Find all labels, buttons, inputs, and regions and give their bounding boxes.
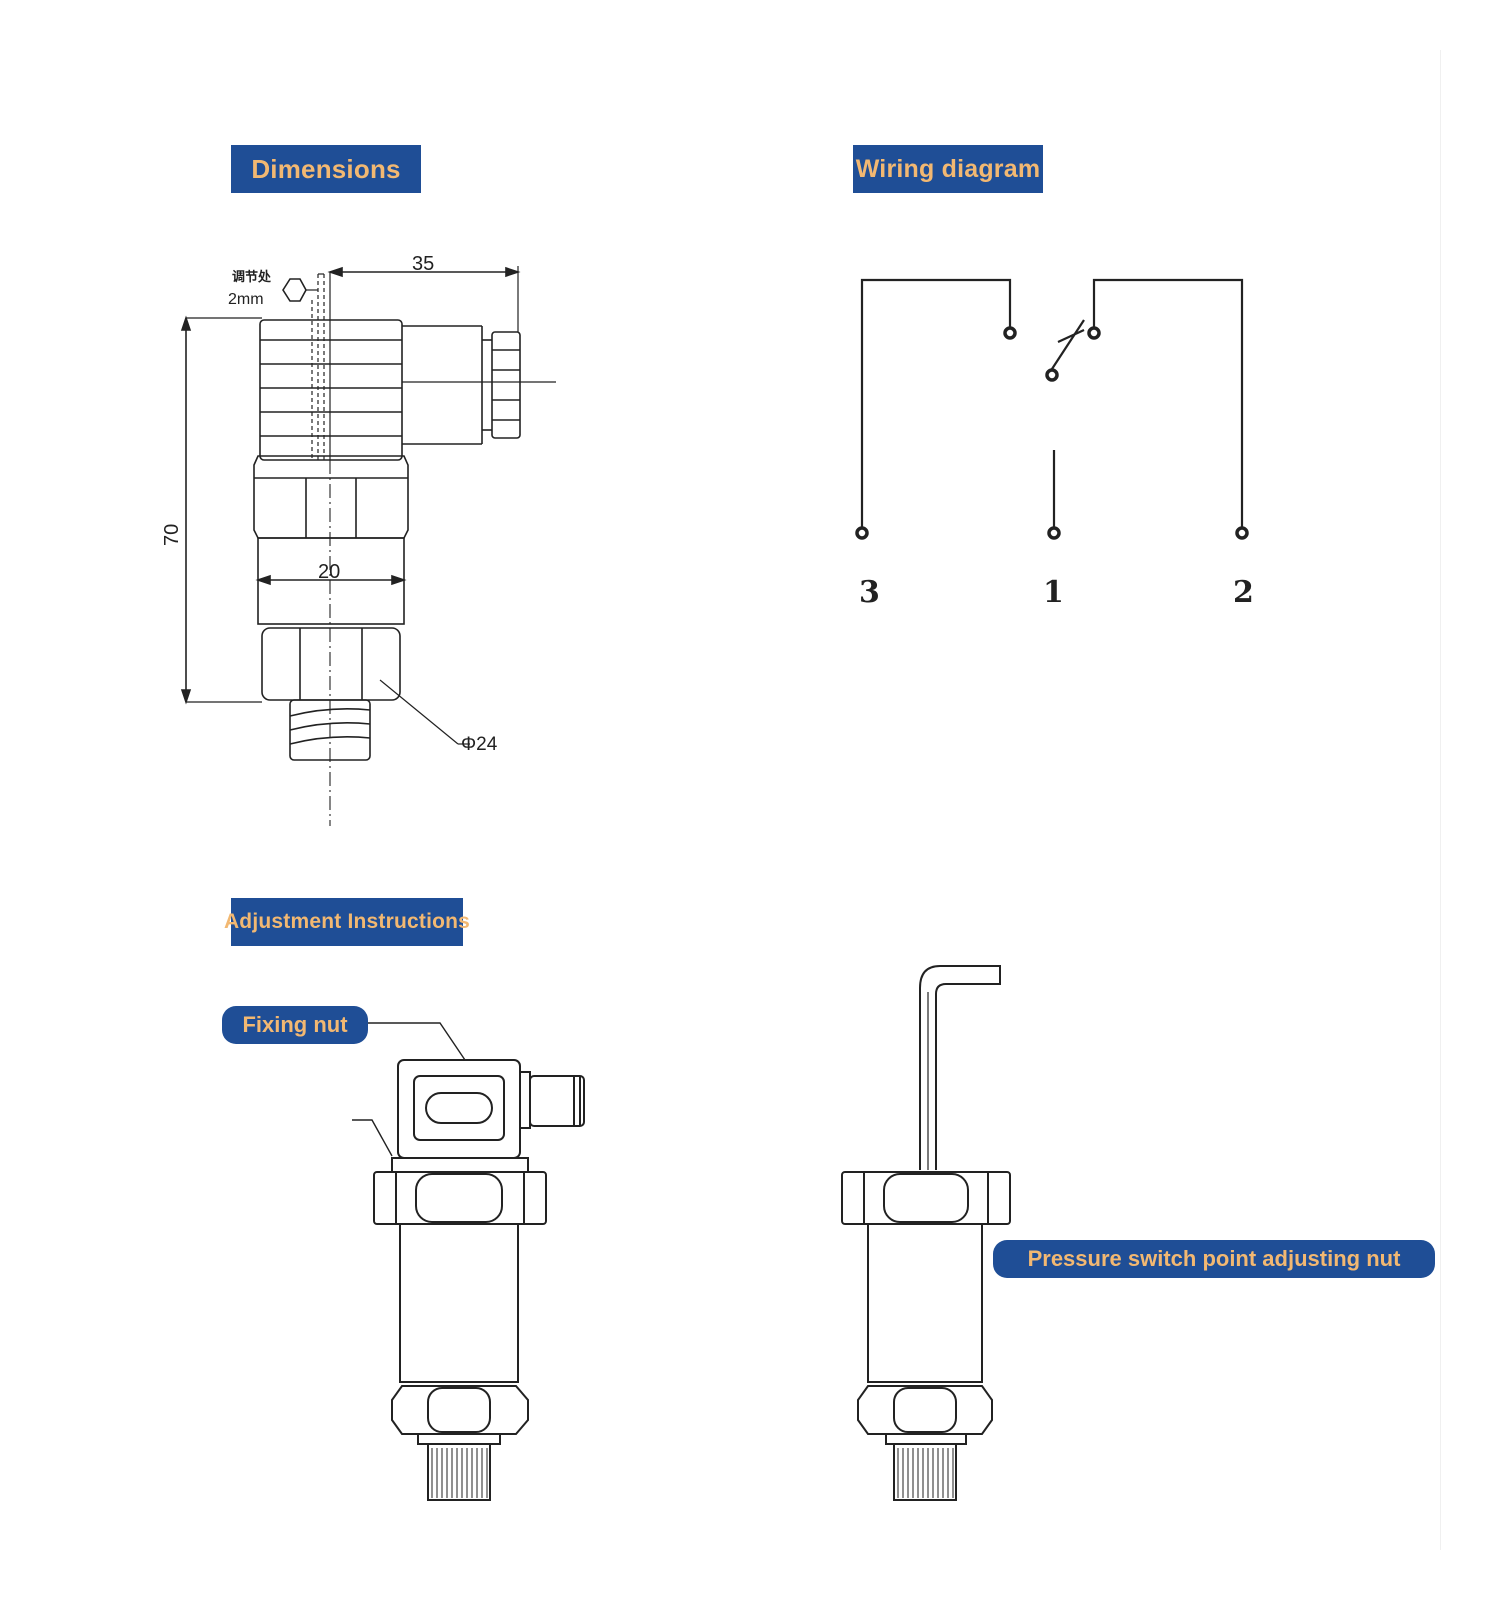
wiring-diagram: 3 1 2 xyxy=(855,278,1254,610)
terminal-1-label: 1 xyxy=(1043,575,1064,610)
dimension-35: 35 xyxy=(412,253,434,275)
dimension-70: 70 xyxy=(161,524,183,546)
switch-blade xyxy=(1049,319,1085,373)
terminal-3-dot xyxy=(855,526,869,540)
wiring-diagram-heading: Wiring diagram xyxy=(853,145,1043,193)
pressure-switch-nut-callout: Pressure switch point adjusting nut xyxy=(993,1240,1435,1278)
adjust-label-cn: 调节处 xyxy=(232,269,272,284)
dimension-20: 20 xyxy=(318,561,340,583)
terminal-2-label: 2 xyxy=(1233,575,1254,610)
adjustment-drawing-right xyxy=(841,965,1011,1501)
terminal-1-dot xyxy=(1047,526,1061,540)
dimension-phi24: Φ24 xyxy=(461,734,498,755)
adjustment-instructions-heading: Adjustment Instructions xyxy=(224,898,470,946)
right-edge-line xyxy=(1440,50,1441,1550)
wire-2 xyxy=(1092,278,1244,530)
wire-3 xyxy=(860,278,1012,530)
dimensions-drawing: 调节处 2mm 35 70 20 Φ24 xyxy=(161,253,556,826)
contact-right xyxy=(1087,326,1101,340)
adjust-label-mm: 2mm xyxy=(228,291,264,308)
adjustment-drawing-left xyxy=(352,1022,585,1501)
terminal-3-label: 3 xyxy=(859,575,880,610)
fixing-nut-callout: Fixing nut xyxy=(222,1006,368,1044)
hex-key-icon xyxy=(919,965,1001,1170)
dimensions-heading: Dimensions xyxy=(231,145,421,193)
contact-left xyxy=(1003,326,1017,340)
contact-pivot xyxy=(1045,368,1059,382)
terminal-2-dot xyxy=(1235,526,1249,540)
adjust-screw-hex xyxy=(282,278,307,302)
